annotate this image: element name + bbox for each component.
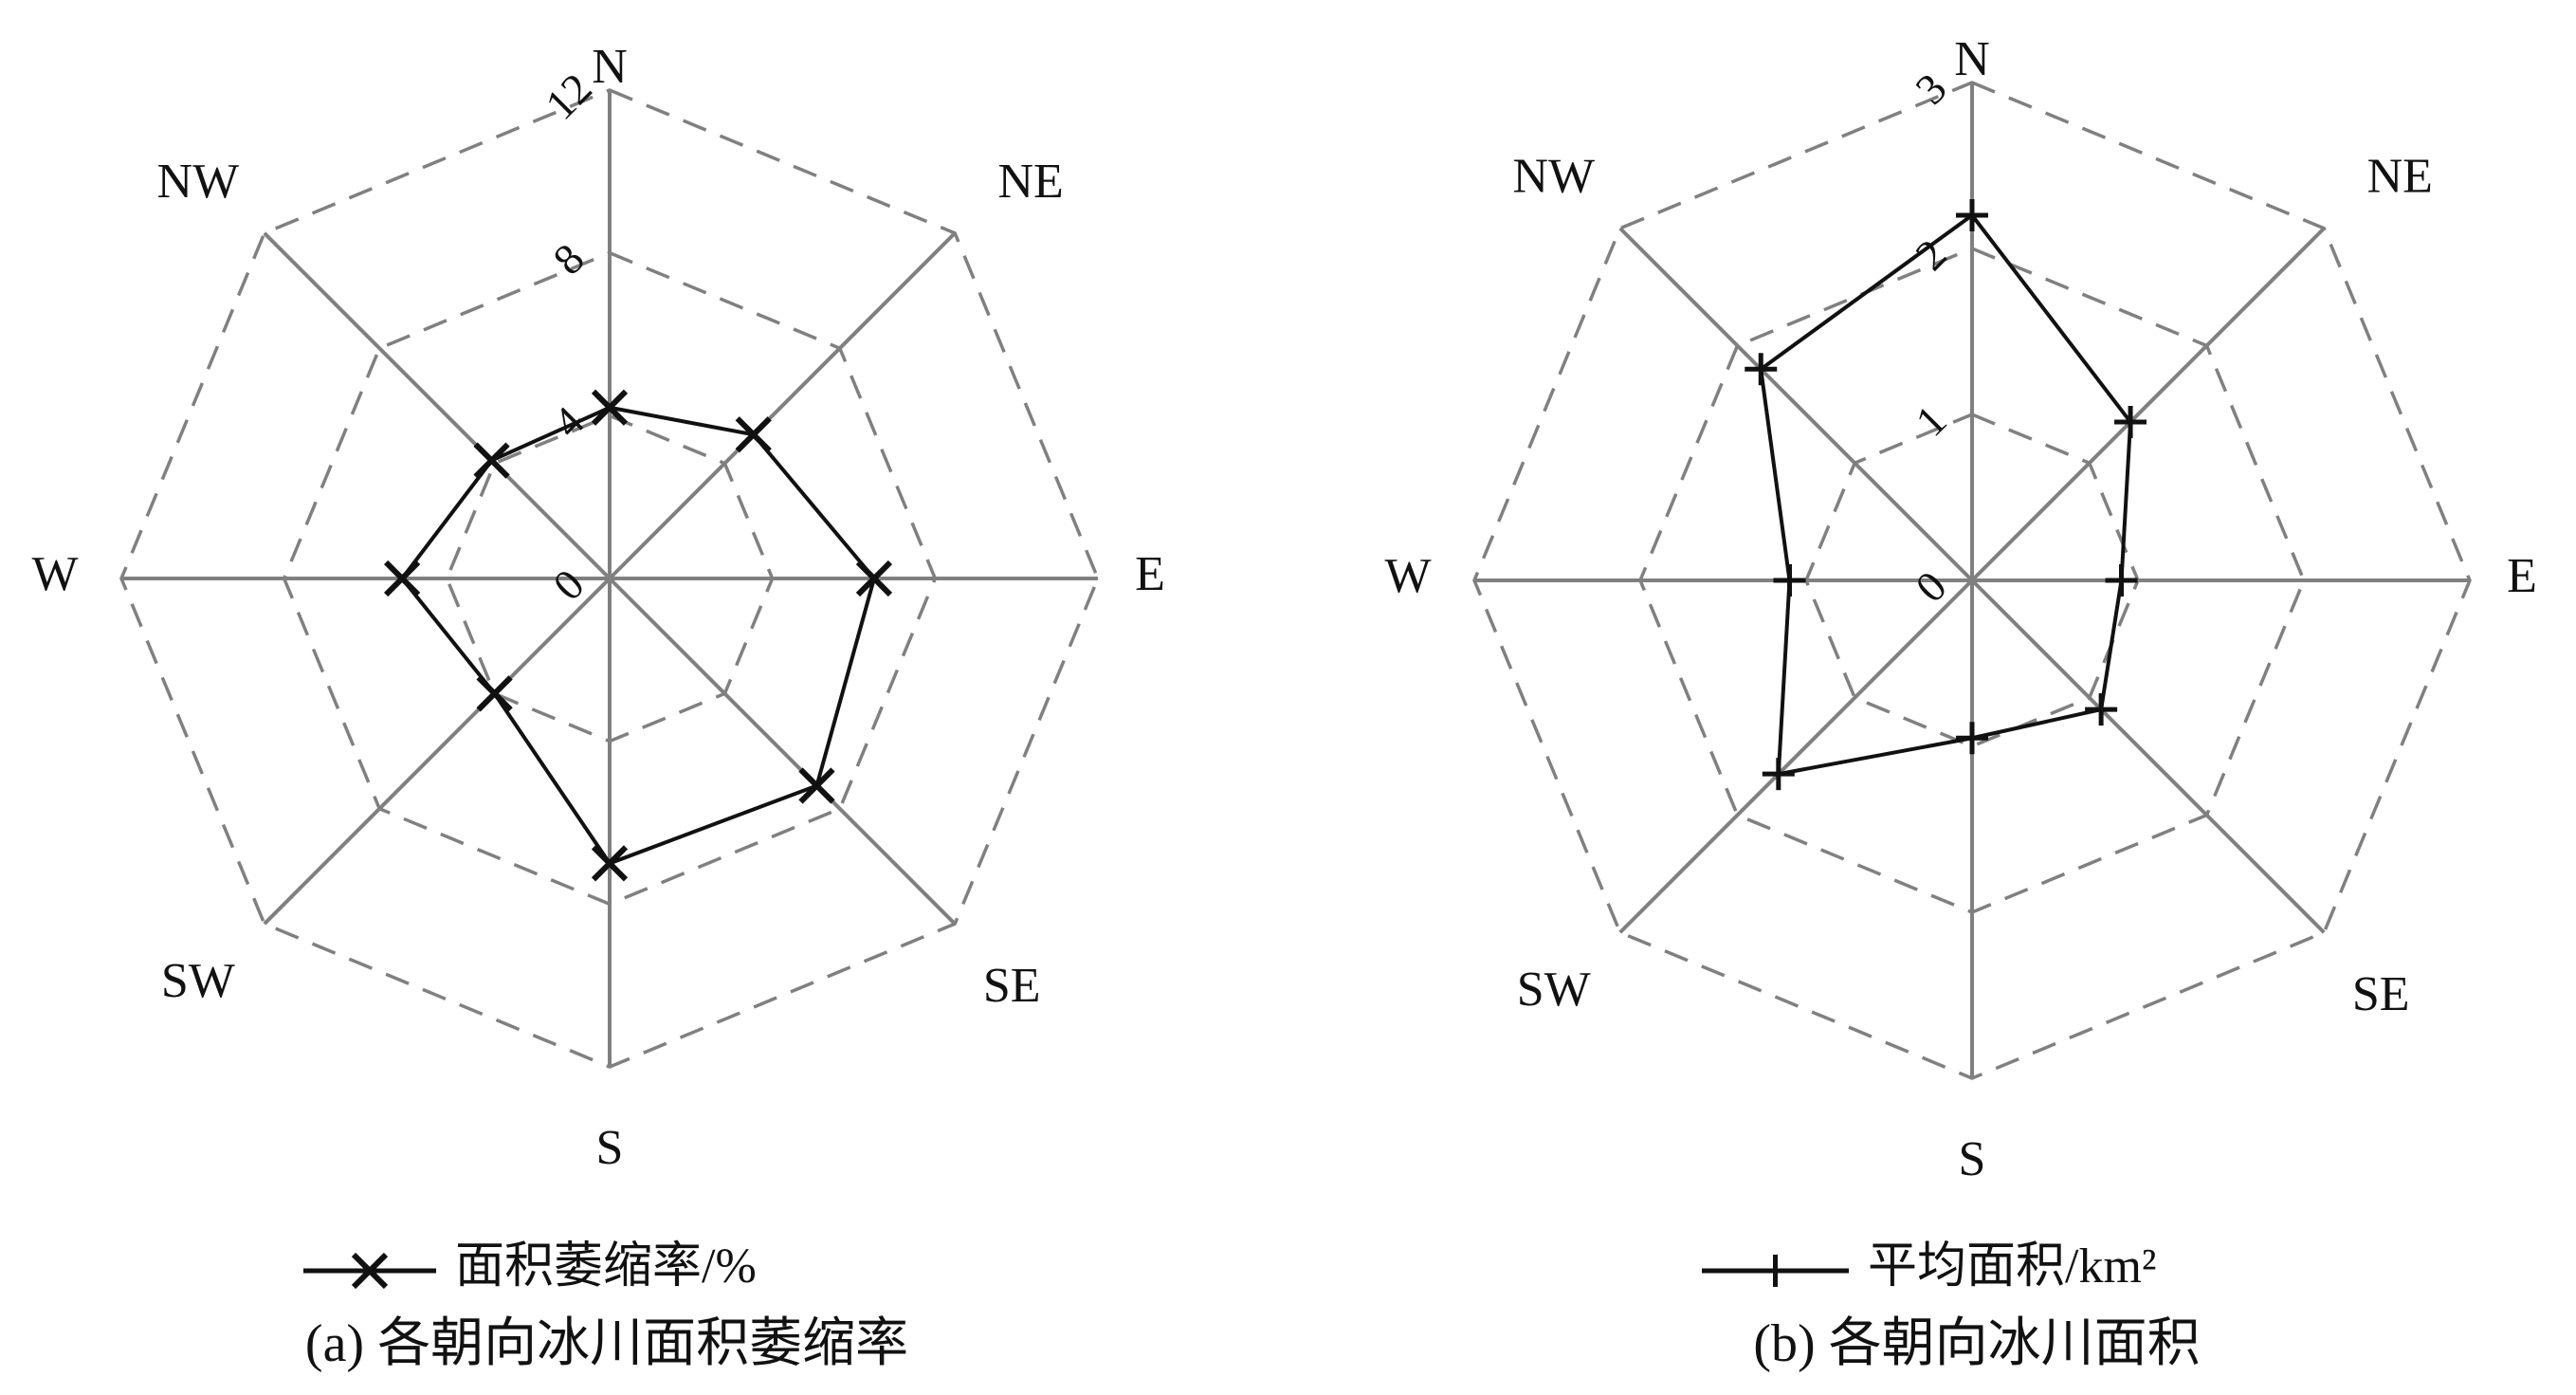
chart-0-spoke-SW [263,577,612,926]
chart-1-direction-label-SW: SW [1517,963,1591,1017]
chart-1-grid-ring-1 [1804,413,2140,748]
chart-1-spoke-SE [1970,578,2326,934]
chart-0-direction-label-NW: NW [157,155,240,209]
chart-1-point-3-marker [2085,693,2118,726]
chart-0-point-3-marker [798,767,835,804]
chart-1-direction-label-SE: SE [2352,967,2410,1021]
chart-1-point-4-marker [1956,722,1988,755]
chart-1-spoke-SW [1618,578,1974,934]
chart-1-series-0-line [1759,212,2133,777]
chart-1-spoke-NW [1618,227,1974,582]
chart-0-point-1-marker [735,416,772,453]
chart-1-point-7-marker [1745,353,1778,386]
chart-1-point-1-marker [2114,405,2147,438]
chart-0-direction-label-SE: SE [983,959,1041,1013]
chart-1-tick-label-1: 1 [1906,395,1955,445]
chart-0-legend-label: 面积萎缩率/% [455,1239,757,1294]
chart-0-point-6-marker [384,560,421,597]
chart-0-caption: (a) 各朝向冰川面积萎缩率 [305,1314,908,1373]
chart-0-point-2-marker [855,560,893,597]
chart-0-series-0-line [399,405,877,866]
chart-1-direction-label-S: S [1959,1132,1986,1186]
chart-1-point-6-marker [1773,564,1806,597]
chart-0-direction-label-NE: NE [997,155,1063,209]
chart-1-tick-label-3: 3 [1906,64,1955,113]
chart-0-direction-label-N: N [592,40,628,94]
chart-0-point-legend-marker [351,1252,389,1290]
chart-0-direction-label-S: S [596,1121,624,1175]
chart-1-point-legend-marker [1759,1255,1792,1287]
chart-0-direction-label-SW: SW [161,954,235,1008]
chart-0-spoke-NW [263,231,612,580]
chart-0-direction-label-E: E [1135,547,1165,601]
chart-1-point-2-marker [2105,564,2138,597]
chart-0-point-5-marker [476,675,513,712]
chart-1-direction-label-N: N [1954,32,1990,86]
chart-0-spoke-SE [608,577,957,926]
chart-1-point-0-marker [1956,199,1988,231]
chart-1-direction-label-NE: NE [2367,150,2433,204]
chart-1-direction-label-NW: NW [1512,150,1595,204]
chart-0-point-7-marker [473,442,510,479]
chart-1-direction-label-E: E [2507,549,2537,603]
chart-1-caption: (b) 各朝向冰川面积 [1753,1314,2200,1373]
chart-1-spoke-NE [1970,227,2326,582]
chart-1-direction-label-W: W [1384,549,1431,603]
chart-0-point-4-marker [591,845,629,882]
chart-1-point-5-marker [1762,758,1795,791]
chart-0-spoke-NE [608,231,957,580]
chart-0-direction-label-W: W [31,547,78,601]
chart-1-legend-label: 平均面积/km² [1868,1239,2157,1294]
chart-0-point-0-marker [591,389,629,426]
